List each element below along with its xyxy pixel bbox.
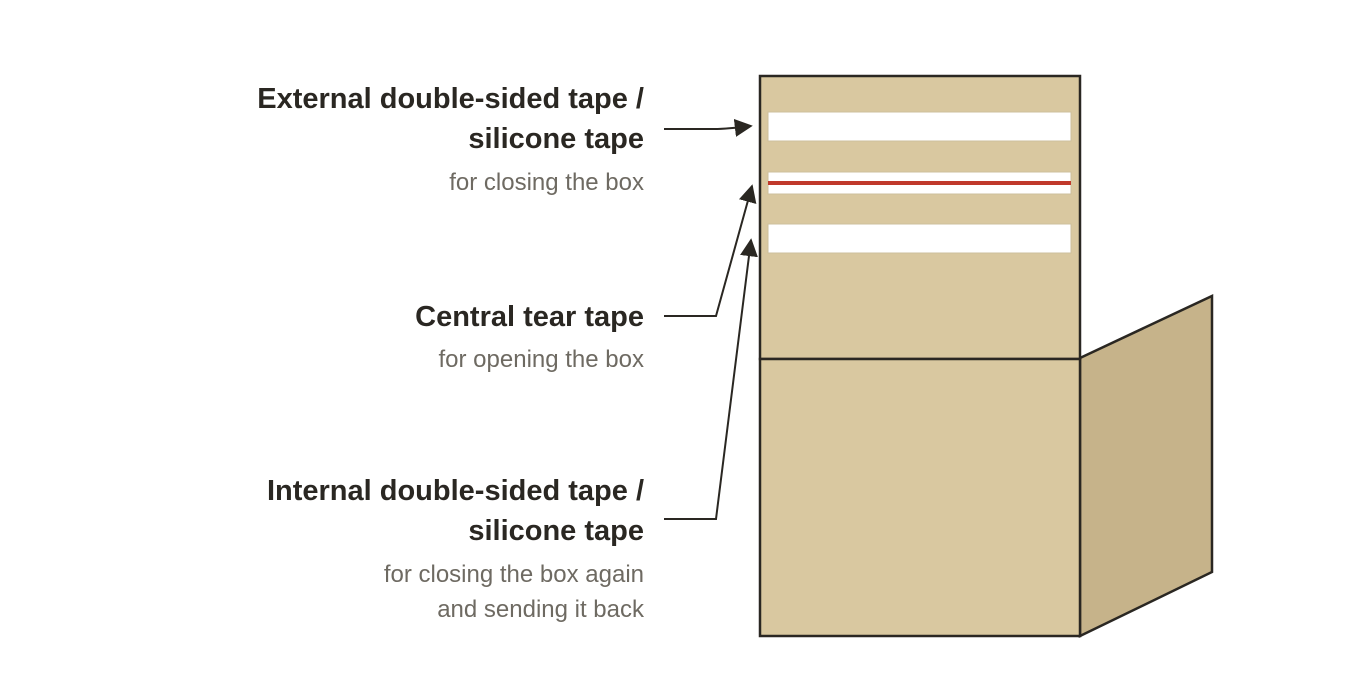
central-tear-tape-subtitle: for opening the box — [439, 346, 645, 373]
external-tape-title-line2: silicone tape — [468, 123, 644, 155]
external-tape-pointer — [664, 118, 753, 137]
internal-tape-title-line2: silicone tape — [468, 515, 644, 547]
tear-tape-red-line — [768, 181, 1071, 185]
external-tape-title-line1: External double-sided tape / — [257, 83, 644, 115]
central-tear-tape-pointer — [664, 184, 757, 317]
external-tape-subtitle: for closing the box — [449, 169, 644, 196]
internal-tape-strip — [767, 223, 1072, 254]
central-tear-tape-title: Central tear tape — [415, 301, 644, 333]
external-tape-strip — [767, 111, 1072, 142]
box-front-panel — [758, 357, 1082, 638]
internal-tape-pointer — [664, 238, 758, 520]
internal-tape-title-line1: Internal double-sided tape / — [267, 475, 644, 507]
internal-tape-subtitle-line2: and sending it back — [437, 596, 645, 623]
internal-tape-subtitle-line1: for closing the box again — [384, 561, 644, 588]
box-side-panel — [1078, 294, 1214, 638]
